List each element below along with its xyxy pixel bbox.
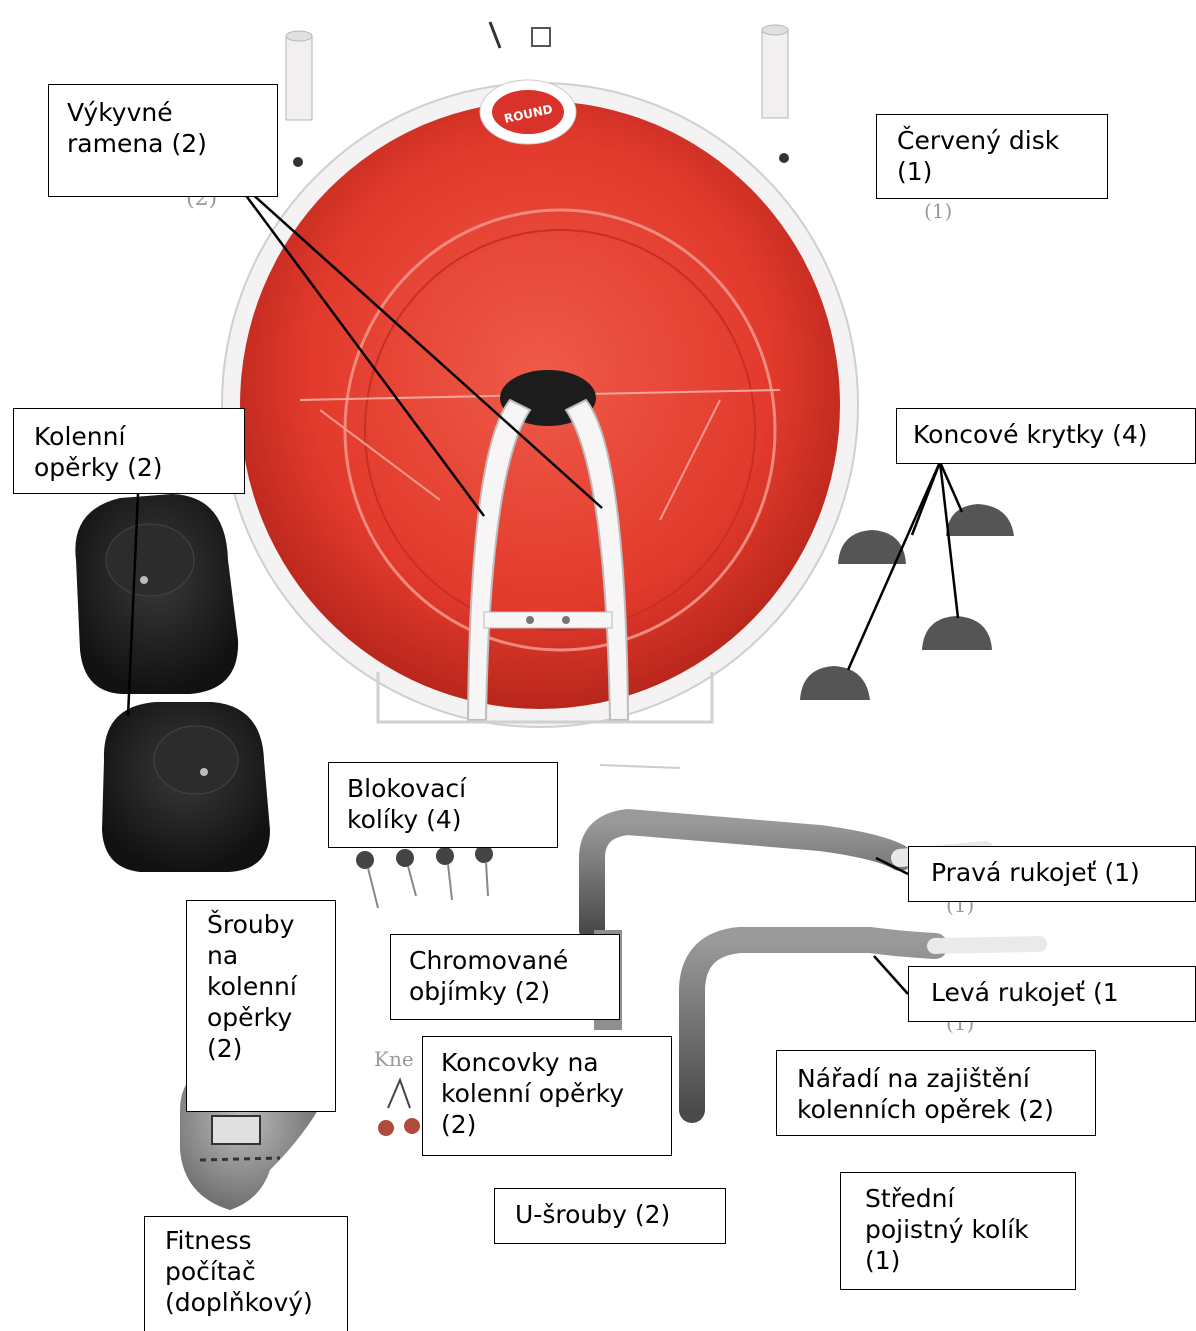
label-knee-lock-tool: Nářadí na zajištění kolenních opěrek (2) [776, 1050, 1096, 1136]
label-swing-arms: Výkyvné ramena (2) [48, 84, 278, 197]
label-knee-pads: Kolenní opěrky (2) [13, 408, 245, 494]
red-disk: ROUND [221, 79, 859, 728]
knee-pad-endcaps-parts [378, 1077, 420, 1136]
label-u-bolts: U-šrouby (2) [494, 1188, 726, 1244]
label-chrome-sleeves: Chromované objímky (2) [390, 934, 620, 1020]
frame-posts [285, 21, 789, 121]
callout-lines [126, 173, 964, 995]
label-left-handle: Levá rukojeť (1 [908, 966, 1196, 1022]
label-center-pin: Střední pojistný kolík (1) [840, 1172, 1076, 1290]
knee-pads [75, 494, 270, 872]
label-end-caps: Koncové krytky (4) [896, 408, 1196, 464]
label-red-disk: Červený disk (1) [876, 114, 1108, 199]
swing-arm-frame [376, 398, 714, 769]
label-knee-pad-screws: Šrouby na kolenní opěrky (2) [186, 900, 336, 1112]
label-right-handle: Pravá rukojeť (1) [908, 846, 1196, 902]
label-fitness-computer: Fitness počítač (doplňkový) [144, 1216, 348, 1331]
svg-text:(1): (1) [924, 199, 952, 223]
label-knee-pad-endcaps: Koncovky na kolenní opěrky (2) [422, 1036, 672, 1156]
label-locking-pins: Blokovací kolíky (4) [328, 762, 558, 848]
svg-text:Kne: Kne [374, 1047, 414, 1071]
end-caps [800, 504, 1014, 700]
handles [579, 808, 1048, 1123]
locking-pins [356, 845, 493, 909]
